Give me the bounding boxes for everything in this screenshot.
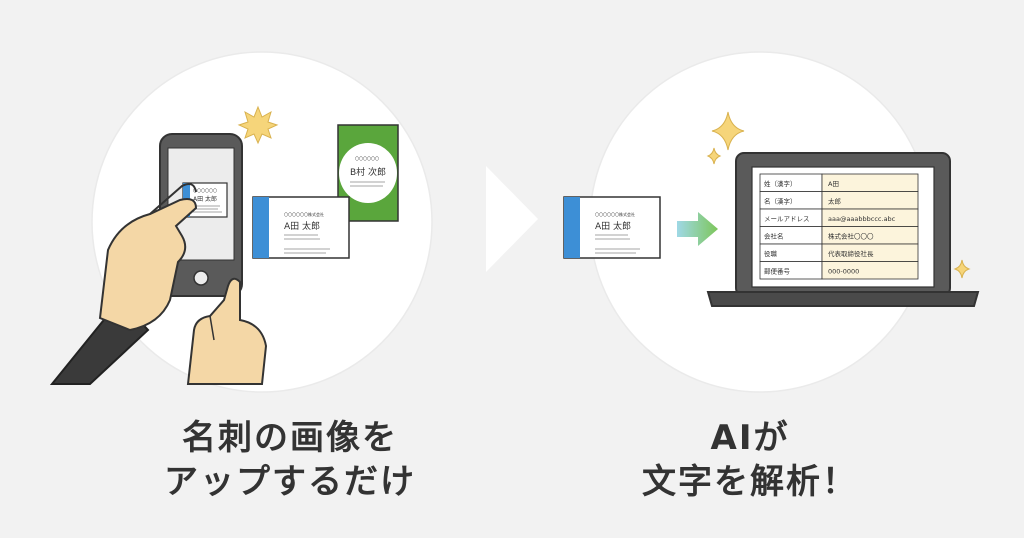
blue-card-name: A田 太郎 [284, 220, 320, 232]
table-value: 000-0000 [828, 268, 859, 276]
holding-hand [49, 183, 198, 385]
sparkle-icon [953, 259, 971, 279]
sparkle-icon [706, 147, 722, 165]
burst-icon [237, 105, 279, 145]
arrow-right-icon [677, 212, 718, 246]
table-row: メールアドレス aaa@aaabbbccc.abc [759, 208, 919, 227]
green-card-name: B村 次郎 [350, 166, 386, 178]
table-label: メールアドレス [764, 215, 810, 223]
table-value: A田 [828, 180, 839, 188]
input-card-company: 〇〇〇〇〇〇株式会社 [595, 211, 635, 217]
left-caption-line2: アップするだけ [164, 462, 416, 502]
right-caption-line1: AIが [710, 418, 790, 458]
right-caption-line2: 文字を解析！ [642, 462, 858, 502]
table-row: 名（漢字） 太郎 [759, 191, 919, 210]
table-value: 代表取締役社長 [828, 249, 874, 258]
right-caption: AIが 文字を解析！ [590, 416, 910, 504]
table-label: 会社名 [764, 232, 784, 241]
table-value: aaa@aaabbbccc.abc [828, 215, 896, 223]
pointing-hand [186, 277, 268, 385]
blue-business-card: 〇〇〇〇〇〇株式会社 A田 太郎 [252, 196, 350, 259]
phone-card-title: 〇〇〇〇〇〇 [193, 188, 217, 193]
table-label: 郵便番号 [764, 267, 791, 276]
table-label: 姓（漢字） [764, 179, 797, 188]
input-card-name: A田 太郎 [595, 220, 631, 232]
table-row: 姓（漢字） A田 [759, 173, 919, 192]
left-caption: 名刺の画像を アップするだけ [130, 416, 450, 504]
table-row: 郵便番号 000-0000 [759, 261, 919, 280]
blue-card-company: 〇〇〇〇〇〇株式会社 [284, 211, 324, 217]
table-label: 名（漢字） [764, 197, 797, 206]
table-value: 太郎 [828, 197, 842, 206]
table-row: 役職 代表取締役社長 [759, 243, 919, 262]
input-business-card: 〇〇〇〇〇〇株式会社 A田 太郎 [563, 196, 661, 259]
green-business-card: 〇〇〇〇〇〇 B村 次郎 [337, 124, 399, 222]
table-value: 株式会社〇〇〇 [828, 232, 874, 241]
sparkle-icon [711, 111, 745, 151]
green-card-company: 〇〇〇〇〇〇 [355, 156, 379, 161]
table-row: 会社名 株式会社〇〇〇 [759, 226, 919, 245]
left-caption-line1: 名刺の画像を [182, 418, 398, 458]
chevron-right-icon [486, 166, 538, 272]
phone-card-name: A田 太郎 [193, 195, 217, 203]
table-label: 役職 [764, 249, 778, 258]
